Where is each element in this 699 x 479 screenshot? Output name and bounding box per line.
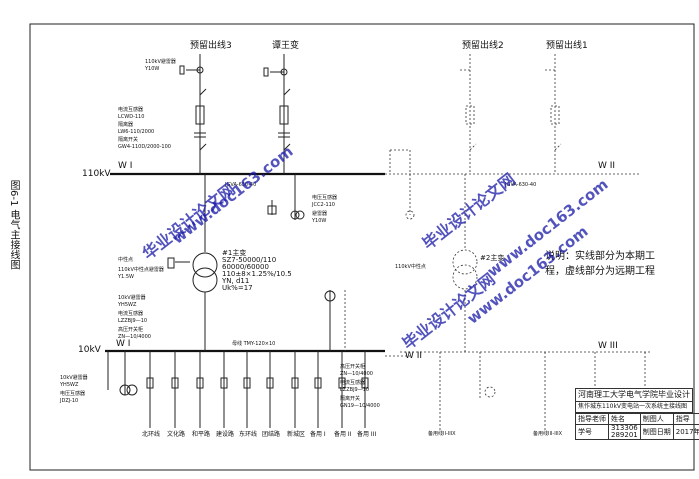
feeder-breaker bbox=[243, 377, 251, 389]
label-ct2: 隔离器 bbox=[118, 122, 134, 128]
neutral-arr: 110kV中性点避雷器 bbox=[118, 267, 164, 273]
neutral-label: 中性点 bbox=[118, 257, 134, 263]
feeder-label: 北环线 bbox=[142, 431, 161, 438]
t2-neutral: 110kV中性点 bbox=[395, 264, 426, 270]
t1-uk: Uk%=17 bbox=[222, 284, 253, 292]
right-out-b: 备用线III-IIIX bbox=[533, 431, 563, 437]
feeder-label: 备用 I bbox=[310, 431, 326, 438]
right-out-a: 备用线II-IIIX bbox=[428, 431, 456, 437]
mb-a-model: ZN—10/4000 bbox=[340, 371, 373, 377]
label-reserve2: 预留出线2 bbox=[462, 41, 504, 51]
feeder-label: 新城区 bbox=[287, 431, 306, 438]
tb-sid-2: 289201 bbox=[611, 431, 638, 439]
label-reserve3: 预留出线3 bbox=[190, 41, 232, 51]
feeder-breaker bbox=[338, 377, 346, 389]
tb-r1c4: 指导 bbox=[672, 413, 699, 425]
tb-sid-1: 313306 bbox=[611, 424, 638, 432]
bus110-voltage: 110kV bbox=[82, 169, 111, 179]
t1-params: #1主变 SZ7-50000/110 60000/60000 110±8×1.2… bbox=[222, 250, 292, 292]
feeder-label: 和平路 bbox=[192, 431, 211, 438]
t1-name: #1主变 bbox=[222, 249, 247, 257]
label-arrester2: 避雷器 bbox=[312, 211, 328, 217]
label-main-line: 谭王变 bbox=[272, 41, 300, 51]
t1-conn: YN, d11 bbox=[222, 277, 250, 285]
tb-r1c1: 指导老师 bbox=[575, 413, 609, 425]
tb-r2c3: 制图日期 bbox=[639, 424, 674, 440]
t1-model: SZ7-50000/110 bbox=[222, 256, 277, 264]
bus110-section2: W II bbox=[598, 161, 616, 171]
lb-b: 电压互感器 bbox=[60, 391, 86, 397]
bus110-section1: W I bbox=[118, 161, 133, 171]
t1-v: 110±8×1.25%/10.5 bbox=[222, 270, 292, 278]
feeder-breaker bbox=[146, 377, 154, 389]
label-ct-model: LCWD-110 bbox=[118, 114, 145, 120]
bus10-section1: W I bbox=[116, 339, 131, 349]
feeder-breaker bbox=[361, 377, 369, 389]
feeder-breaker bbox=[196, 377, 204, 389]
title-block: 河南理工大学电气学院毕业设计 焦作城东110kV变电站一次系统主接线图 指导老师… bbox=[575, 388, 699, 440]
mid10-b-model: LZZBJ9—10 bbox=[118, 318, 148, 324]
tb-r1c2: 姓名 bbox=[608, 413, 641, 425]
note-line2: 程，虚线部分为远期工程 bbox=[545, 266, 655, 277]
bus10-model: 母线 TMY-120×10 bbox=[232, 341, 276, 347]
label-arrester: 110kV避雷器 bbox=[145, 59, 176, 65]
t2-name: #2主变 bbox=[480, 254, 505, 262]
side-title: 图6-1 电气主接线图 bbox=[8, 180, 19, 270]
title-drawing: 焦作城东110kV变电站一次系统主接线图 bbox=[575, 402, 693, 413]
feeder-breaker bbox=[314, 377, 322, 389]
label-ct: 电流互感器 bbox=[118, 107, 144, 113]
t1-ratio: 60000/60000 bbox=[222, 263, 269, 271]
feeder-label: 团结路 bbox=[262, 431, 281, 438]
label-reserve1: 预留出线1 bbox=[546, 41, 588, 51]
tb-r1c3: 制图人 bbox=[639, 413, 674, 425]
bus10-voltage: 10kV bbox=[78, 345, 101, 355]
tb-r2c4: 2017年 bbox=[672, 424, 699, 440]
mb-a: 高压开关柜 bbox=[340, 364, 366, 370]
mb-c-model: GN19—10/4000 bbox=[340, 403, 380, 409]
lb-b-model: JDZJ-10 bbox=[60, 398, 79, 404]
neutral-model: Y1.5W bbox=[118, 274, 134, 280]
mid10-c: 高压开关柜 bbox=[118, 327, 144, 333]
mb-b: 电流互感器 bbox=[340, 380, 366, 386]
feeder-label: 东环线 bbox=[239, 431, 258, 438]
feeder-label: 备用 III bbox=[357, 431, 377, 438]
title-school: 河南理工大学电气学院毕业设计 bbox=[575, 388, 693, 402]
label-sw: 隔离开关 bbox=[118, 137, 139, 143]
label-arrester-model: Y10W bbox=[145, 66, 160, 72]
feeder-breaker bbox=[266, 377, 274, 389]
feeder-breaker bbox=[171, 377, 179, 389]
label-bus-sw2: JGVA-630-40 bbox=[505, 182, 537, 188]
feeder-label: 建设路 bbox=[216, 431, 235, 438]
bus10-section2: W II bbox=[405, 351, 423, 361]
feeder-label: 备用 II bbox=[334, 431, 352, 438]
lb-a-model: YH5WZ bbox=[60, 382, 79, 388]
label-pt-model: JCC2-110 bbox=[312, 202, 335, 208]
mid10-c-model: ZN—10/4000 bbox=[118, 334, 151, 340]
mb-b-model: LZZBJ9—10 bbox=[340, 387, 370, 393]
label-sw-model: GW4-110D/2000-100 bbox=[118, 144, 171, 150]
mid10-a-model: YH5WZ bbox=[118, 302, 137, 308]
label-arrester2-model: Y10W bbox=[312, 218, 327, 224]
note-line1: 说明：实线部分为本期工 bbox=[545, 251, 655, 262]
mid10-a: 10kV避雷器 bbox=[118, 295, 146, 301]
mid10-b: 电流互感器 bbox=[118, 311, 144, 317]
feeder-breaker bbox=[291, 377, 299, 389]
feeder-label: 文化路 bbox=[167, 431, 186, 438]
label-bus-sw: JGVA-630-40 bbox=[225, 182, 257, 188]
feeder-breaker bbox=[220, 377, 228, 389]
label-pt: 电压互感器 bbox=[312, 195, 338, 201]
tb-r2c1: 学号 bbox=[575, 424, 609, 440]
mb-c: 隔离开关 bbox=[340, 396, 361, 402]
label-ct2-model: LW6-110/2000 bbox=[118, 129, 155, 135]
lb-a: 10kV避雷器 bbox=[60, 375, 88, 381]
bus10-section3: W III bbox=[598, 341, 618, 351]
